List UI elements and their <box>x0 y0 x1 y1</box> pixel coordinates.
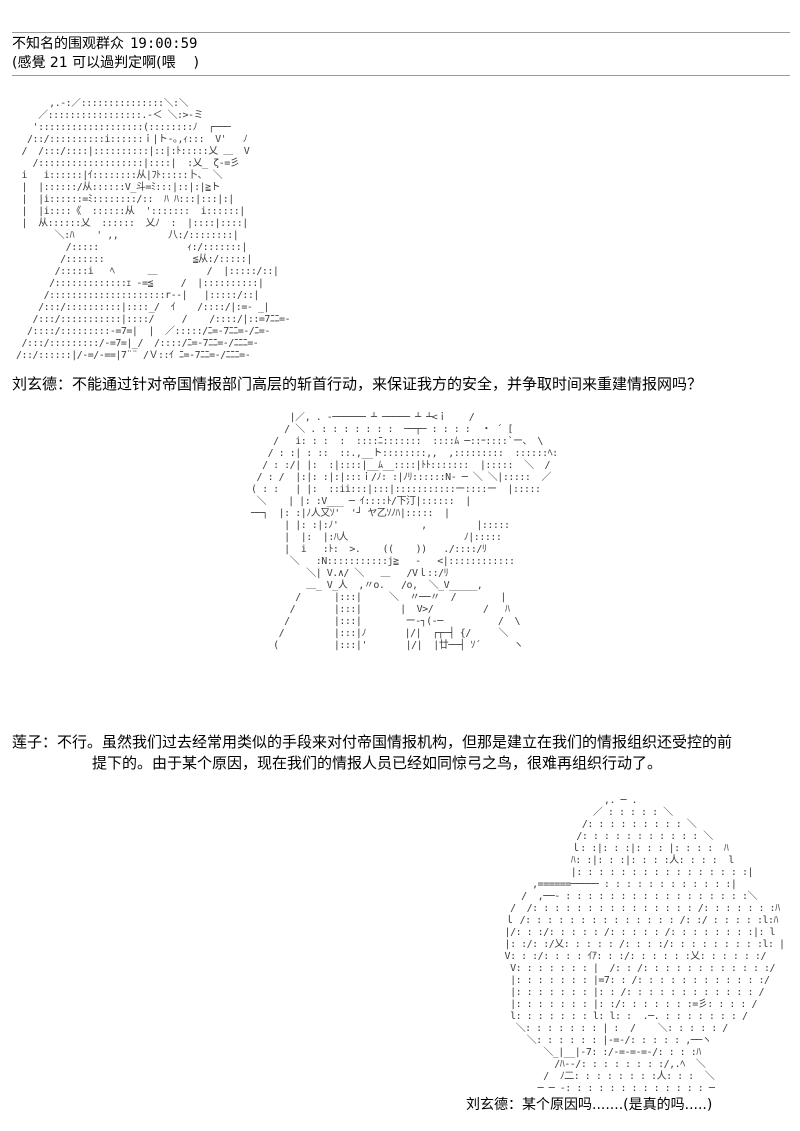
ascii-art-liu-xuande: ,.-:／:::::::::::::::＼:＼ ／:::::::::::::::… <box>16 98 290 361</box>
ascii-art-renko: |／, . -────── ┴ ───── ┴ ┴<ｉ / / ＼ . : : … <box>251 412 558 651</box>
dialog-renko: 莲子：不行。虽然我们过去经常用类似的手段来对付帝国情报机构，但那是建立在我们的情… <box>12 732 792 774</box>
comment-time: 19:00:59 <box>130 36 198 52</box>
comment-header: 不知名的围观群众 19:00:59 <box>12 35 790 54</box>
dialog-line-liu-1: 刘玄德：不能通过针对帝国情报部门高层的斩首行动，来保证我方的安全，并争取时间来重… <box>12 375 703 393</box>
forum-comment: 不知名的围观群众 19:00:59 (感覺 21 可以過判定啊(喂 ) <box>12 32 790 76</box>
comment-author: 不知名的围观群众 <box>12 36 124 52</box>
dialog-line-liu-2: 刘玄德：某个原因吗.......(是真的吗.....) <box>466 1097 713 1113</box>
dialog-renko-line-2: 提下的。由于某个原因，现在我们的情报人员已经如同惊弓之鸟，很难再组织行动了。 <box>92 754 663 772</box>
dialog-renko-line-1: 莲子：不行。虽然我们过去经常用类似的手段来对付帝国情报机构，但那是建立在我们的情… <box>12 733 733 751</box>
ascii-art-liu-xuande-side: ,. ─ . ／ : : : : : ＼ /: : : : : : : : : … <box>504 795 786 1094</box>
comment-text: (感覺 21 可以過判定啊(喂 ) <box>12 55 199 71</box>
